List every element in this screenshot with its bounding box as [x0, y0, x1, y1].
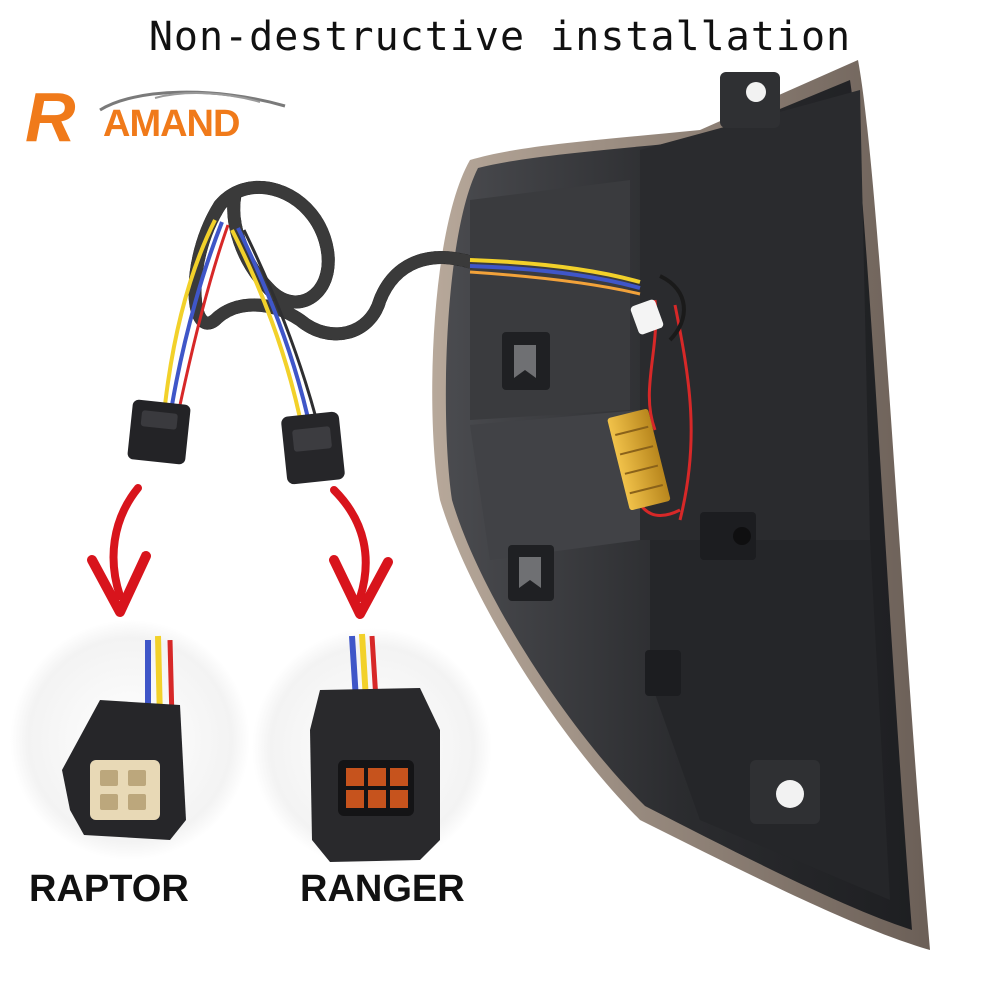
ranger-plug [281, 411, 345, 485]
raptor-connector-closeup [10, 620, 250, 860]
lamp-housing [432, 60, 930, 950]
raptor-plug [127, 399, 191, 465]
car-roof-swoosh-icon [99, 90, 286, 112]
arrow-down-icon [329, 486, 393, 619]
brand-name: AMAND [103, 103, 240, 145]
load-resistor [607, 274, 693, 521]
headline: Non-destructive installation [148, 14, 852, 60]
raptor-label: RAPTOR [29, 868, 189, 910]
arrow-down-icon [87, 484, 151, 617]
brand-initial: R [25, 78, 76, 156]
wiring-harness [163, 181, 641, 419]
brand-logo: R AMAND [25, 78, 286, 160]
ranger-label: RANGER [300, 868, 465, 910]
ranger-connector-closeup [252, 628, 492, 868]
